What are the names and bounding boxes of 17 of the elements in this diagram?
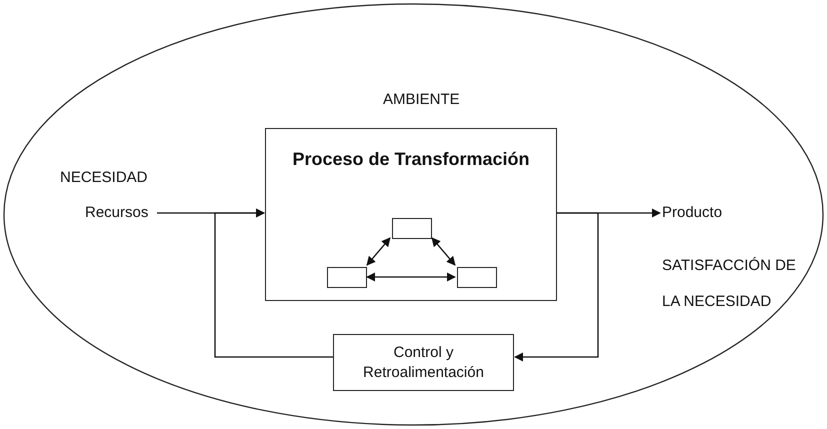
ellipse-title: AMBIENTE: [383, 91, 460, 108]
note-text: SATISFACCIÓN DE LA NECESIDAD: [662, 256, 797, 312]
input-label: Recursos: [85, 204, 157, 224]
small-box: [392, 218, 432, 239]
note-text: NECESIDAD: [60, 168, 149, 188]
process-title: Proceso de Transformación: [291, 149, 531, 170]
box-text: Control y Retroalimentación: [362, 343, 485, 383]
control-box: [333, 334, 514, 391]
arrow: [366, 272, 456, 282]
arrow: [514, 212, 599, 362]
output-label: Producto: [662, 204, 737, 224]
arrow: [366, 237, 391, 266]
arrow: [431, 237, 456, 266]
small-box: [327, 267, 367, 288]
arrow: [214, 208, 333, 358]
process-box: [265, 128, 557, 301]
small-box: [457, 267, 497, 288]
